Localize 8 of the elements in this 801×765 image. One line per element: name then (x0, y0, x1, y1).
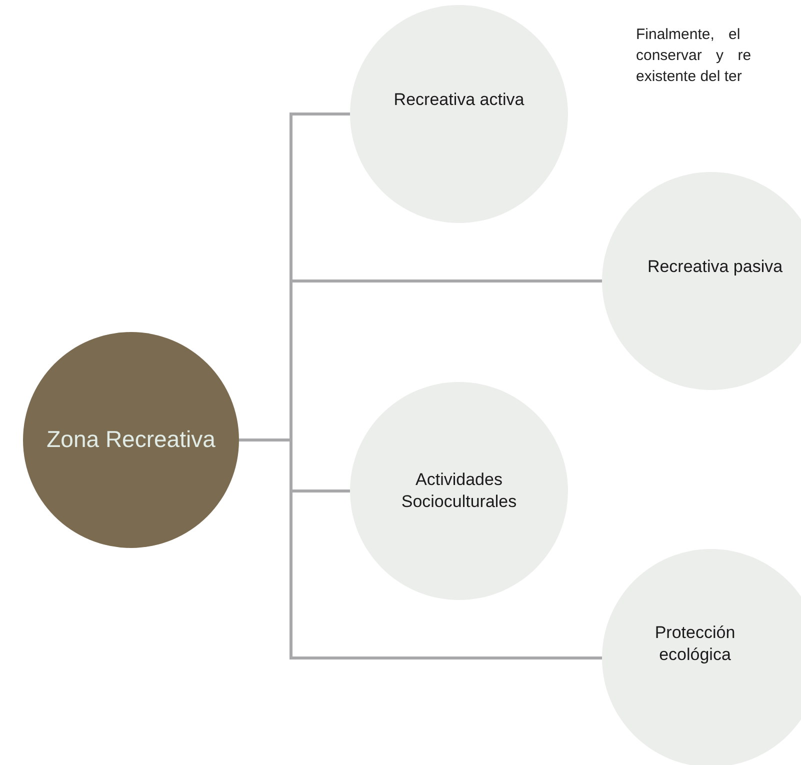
node-label: Recreativa pasiva (647, 256, 783, 278)
paragraph-text: conservar y re (636, 47, 752, 64)
paragraph-text: existente del ter (636, 68, 742, 85)
node-label: Actividades Socioculturales (400, 468, 518, 513)
node-label: Protección ecológica (654, 622, 736, 666)
paragraph-text: Finalmente, el (636, 26, 740, 43)
node-label: Recreativa activa (394, 88, 524, 111)
node-label: Zona Recreativa (46, 425, 216, 454)
